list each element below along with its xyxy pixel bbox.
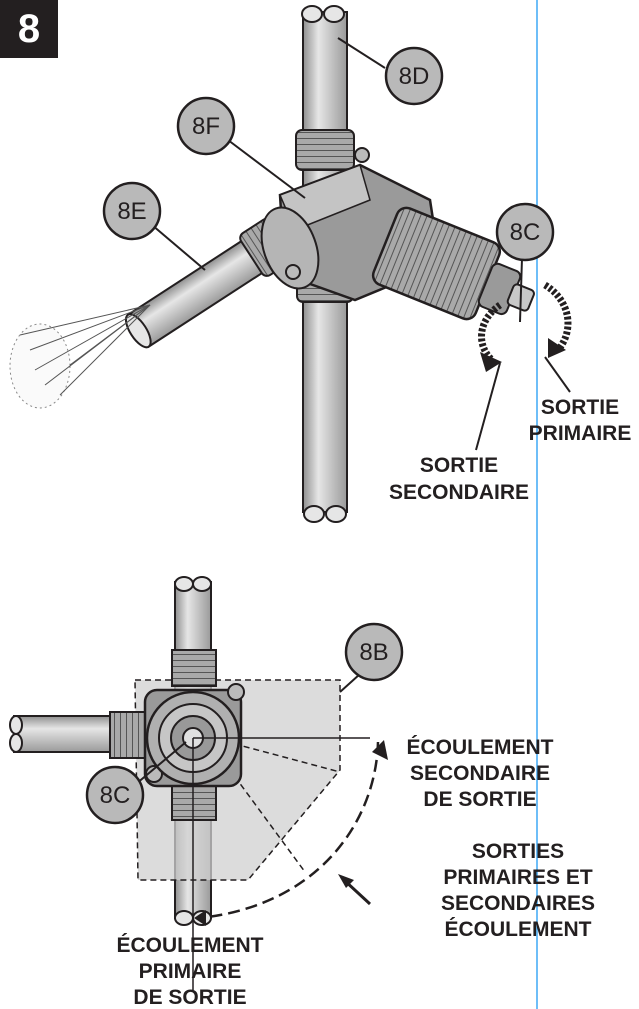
water-spray [9, 304, 151, 409]
step-number-badge: 8 [0, 0, 58, 58]
sortie-primaire-line1: SORTIE [541, 396, 619, 419]
sortie-secondaire-line2: SECONDAIRE [389, 481, 529, 504]
callout-8c-top: 8C [495, 202, 555, 262]
callout-8c-bottom-text: 8C [100, 782, 131, 809]
sortie-primaire-line2: PRIMAIRE [529, 422, 632, 445]
label-sortie-primaire: SORTIE PRIMAIRE [529, 396, 632, 445]
callout-8e: 8E [102, 181, 162, 241]
callout-8d: 8D [384, 46, 444, 106]
callout-8d-text: 8D [399, 63, 430, 90]
sorties-primaires-line1: SORTIES [472, 840, 564, 863]
callout-8f-text: 8F [192, 113, 220, 140]
sortie-secondaire-line1: SORTIE [420, 454, 498, 477]
ecoulement-primaire-line2: PRIMAIRE [139, 960, 242, 983]
callout-8c-bottom: 8C [85, 765, 145, 825]
callout-8b-text: 8B [359, 639, 388, 666]
callout-8b: 8B [344, 622, 404, 682]
ecoulement-secondaire-line3: DE SORTIE [423, 788, 536, 811]
sorties-primaires-line3: SECONDAIRES [441, 892, 595, 915]
secondary-rotation-arrow [478, 302, 503, 363]
ecoulement-secondaire-line1: ÉCOULEMENT [407, 736, 554, 759]
label-sortie-secondaire: SORTIE SECONDAIRE [389, 454, 529, 504]
label-ecoulement-primaire: ÉCOULEMENT PRIMAIRE DE SORTIE [117, 934, 264, 1009]
label-sorties-primaires: SORTIES PRIMAIRES ET SECONDAIRES ÉCOULEM… [441, 840, 595, 941]
label-ecoulement-secondaire: ÉCOULEMENT SECONDAIRE DE SORTIE [407, 736, 554, 811]
ecoulement-primaire-line3: DE SORTIE [133, 986, 246, 1009]
bottom-valve-illustration [9, 576, 388, 990]
callout-8e-text: 8E [117, 198, 146, 225]
ecoulement-secondaire-line2: SECONDAIRE [410, 762, 550, 785]
sorties-primaires-line4: ÉCOULEMENT [445, 918, 592, 941]
callout-8c-top-text: 8C [510, 219, 541, 246]
callout-8f: 8F [176, 96, 236, 156]
ecoulement-primaire-line1: ÉCOULEMENT [117, 934, 264, 957]
sorties-primaires-line2: PRIMAIRES ET [443, 866, 593, 889]
top-valve-illustration [9, 5, 572, 523]
